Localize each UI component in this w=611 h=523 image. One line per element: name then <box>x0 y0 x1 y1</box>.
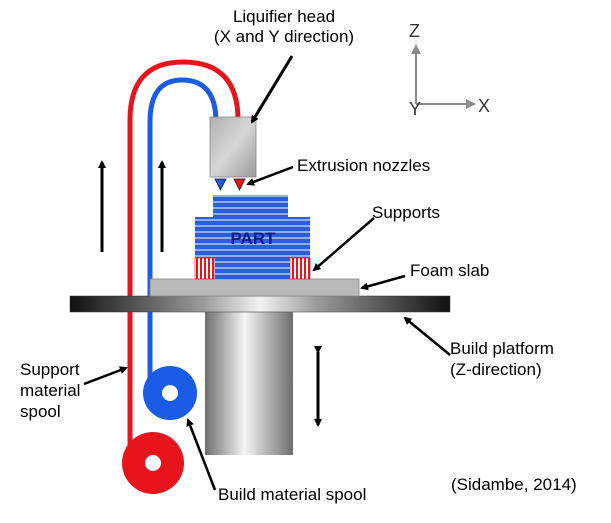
support-spool-label-line3: spool <box>20 402 61 421</box>
nozzle-support <box>233 178 246 191</box>
support-right <box>289 257 311 280</box>
support-filament-path <box>127 59 241 462</box>
support-spool-label-line2: material <box>20 381 80 400</box>
part-middle <box>195 217 310 258</box>
nozzle-pointer <box>246 165 294 186</box>
axis-indicator: Z Y X <box>409 21 490 119</box>
part-bottom <box>215 258 290 279</box>
foam-pointer <box>360 274 406 291</box>
build-filament-path <box>147 77 219 389</box>
nozzle-build <box>214 178 227 191</box>
extrusion-nozzles-label: Extrusion nozzles <box>297 156 430 175</box>
citation: (Sidambe, 2014) <box>451 475 577 494</box>
support-left <box>194 257 216 280</box>
axis-z-label: Z <box>409 21 420 41</box>
axis-x-label: X <box>478 96 490 116</box>
part-top <box>213 195 288 217</box>
support-spool-pointer <box>83 366 128 386</box>
liquifier-pointer <box>250 55 294 124</box>
build-spool-pointer <box>186 418 217 491</box>
platform-column <box>205 312 293 455</box>
liquifier-head <box>209 116 257 178</box>
supports-pointer <box>312 217 375 272</box>
support-spool-label-line1: Support <box>20 360 80 379</box>
support-material-spool <box>122 432 184 494</box>
liquifier-label-line2: (X and Y direction) <box>214 27 354 46</box>
build-platform-label-line1: Build platform <box>450 339 554 358</box>
foam-slab <box>149 278 360 297</box>
build-spool-label: Build material spool <box>218 485 366 504</box>
part-label: PART <box>230 229 276 248</box>
axis-y-label: Y <box>409 99 421 119</box>
build-platform <box>69 295 451 313</box>
platform-pointer <box>403 316 451 356</box>
foam-slab-label: Foam slab <box>410 261 489 280</box>
supports-label: Supports <box>372 203 440 222</box>
build-platform-label-line2: (Z-direction) <box>450 360 542 379</box>
liquifier-label-line1: Liquifier head <box>233 7 335 26</box>
build-material-spool <box>143 366 197 420</box>
